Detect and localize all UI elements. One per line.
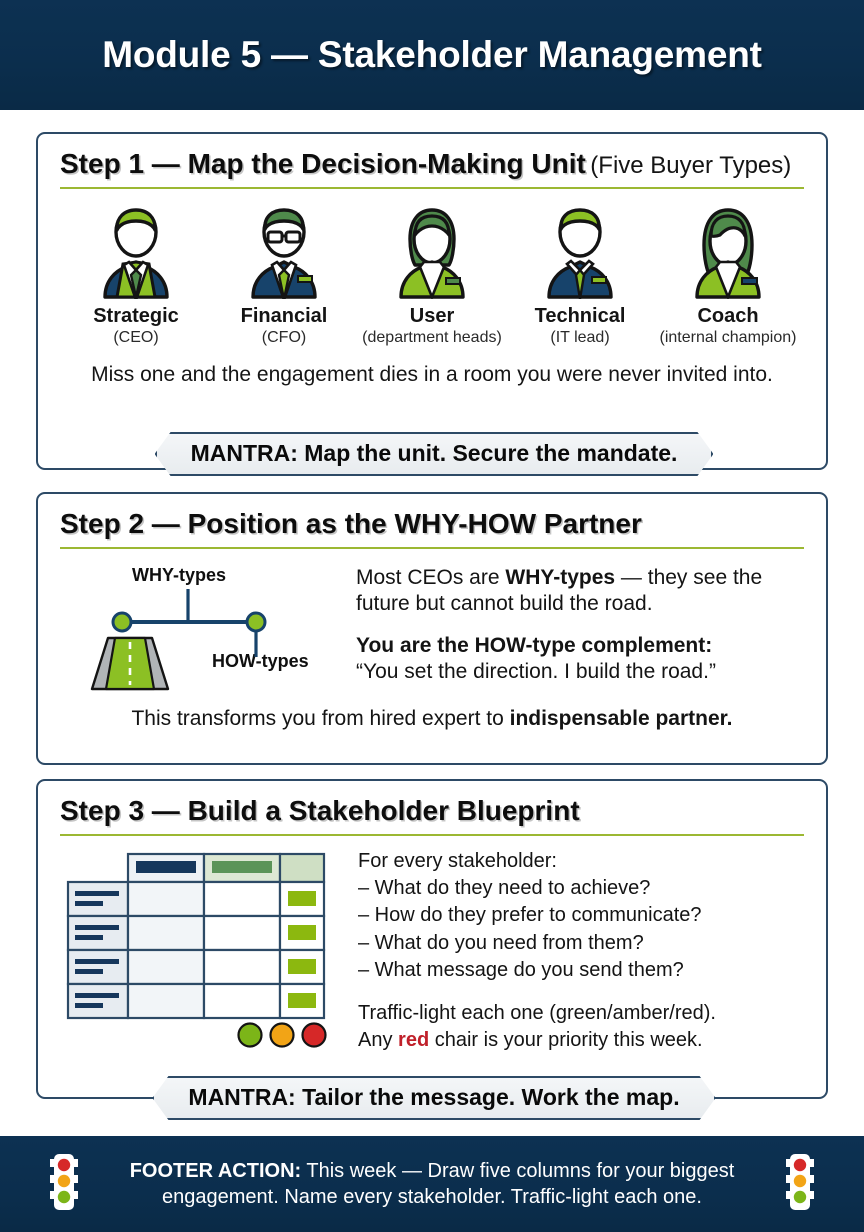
- step-2-body: WHY-types HOW-types Most CEOs are WHY-ty…: [60, 559, 804, 699]
- traffic-line-1: Traffic-light each one (green/amber/red)…: [358, 1001, 716, 1024]
- buyer-type-role: (CFO): [261, 329, 307, 346]
- buyer-type-role: (internal champion): [659, 329, 797, 346]
- step-2-card: Step 2 — Position as the WHY-HOW Partner…: [36, 492, 828, 765]
- footer-body: This week — Draw five columns for your b…: [162, 1159, 735, 1208]
- buyer-type-financial: Financial (CFO): [210, 203, 358, 347]
- person-woman-long-hair-icon: [654, 203, 802, 299]
- red-highlight: red: [398, 1029, 430, 1052]
- person-shirt-tie-icon: [506, 203, 654, 299]
- buyer-type-user: User (department heads): [358, 203, 506, 347]
- p1-bold: WHY-types: [505, 566, 616, 589]
- road-seesaw-icon: [90, 589, 267, 691]
- step-3-card: Step 3 — Build a Stakeholder Blueprint: [36, 779, 828, 1099]
- step-3-text: For every stakeholder: – What do they ne…: [352, 848, 804, 1054]
- buyer-type-coach: Coach (internal champion): [654, 203, 802, 347]
- traffic-before: Any: [358, 1029, 399, 1052]
- buyer-type-role: (department heads): [362, 329, 502, 346]
- step-1-heading-sub: (Five Buyer Types): [590, 152, 792, 179]
- question-item: – How do they prefer to communicate?: [358, 904, 702, 927]
- step-3-heading-main: Step 3 — Build a Stakeholder Blueprint: [60, 795, 580, 826]
- page-title: Module 5 — Stakeholder Management: [102, 34, 762, 75]
- step-1-caption: Miss one and the engagement dies in a ro…: [91, 363, 773, 386]
- step-2-closing: This transforms you from hired expert to…: [38, 707, 826, 731]
- stakeholder-matrix-table-icon: [66, 852, 327, 1048]
- footer-label: FOOTER ACTION:: [129, 1159, 302, 1182]
- buyer-type-name: Strategic: [93, 305, 179, 327]
- p2-bold: You are the HOW-type complement:: [356, 634, 713, 658]
- question-item: – What do they need to achieve?: [358, 877, 651, 900]
- p1-before: Most CEOs are: [356, 566, 506, 589]
- step-2-text: Most CEOs are WHY-types — they see the f…: [350, 559, 804, 699]
- step-1-card: Step 1 — Map the Decision-Making Unit (F…: [36, 132, 828, 470]
- buyer-type-role: (CEO): [113, 329, 159, 346]
- step-1-mantra: MANTRA: Map the unit. Secure the mandate…: [155, 432, 714, 476]
- buyer-type-name: Technical: [534, 305, 626, 327]
- traffic-light-icon: [44, 1151, 84, 1218]
- why-types-label: WHY-types: [132, 565, 227, 585]
- step-2-heading-main: Step 2 — Position as the WHY-HOW Partner: [60, 508, 642, 539]
- buyer-type-technical: Technical (IT lead): [506, 203, 654, 347]
- step-3-questions: For every stakeholder: – What do they ne…: [358, 848, 804, 984]
- page-footer: FOOTER ACTION: This week — Draw five col…: [0, 1136, 864, 1232]
- p1-after: — they see the future but cannot build t…: [356, 566, 763, 616]
- amber-dot: [269, 1022, 295, 1048]
- person-suit-tie-icon: [62, 203, 210, 299]
- step-2-heading: Step 2 — Position as the WHY-HOW Partner: [60, 508, 804, 549]
- person-woman-bob-icon: [358, 203, 506, 299]
- questions-title: For every stakeholder:: [358, 850, 557, 872]
- buyer-type-strategic: Strategic (CEO): [62, 203, 210, 347]
- step-3-traffic-note: Traffic-light each one (green/amber/red)…: [358, 1000, 804, 1054]
- step-1-heading: Step 1 — Map the Decision-Making Unit (F…: [60, 148, 804, 189]
- buyer-type-name: Financial: [240, 305, 328, 327]
- why-how-diagram: WHY-types HOW-types: [60, 559, 350, 699]
- closing-bold: indispensable partner.: [509, 707, 733, 730]
- buyer-types-row: Strategic (CEO): [62, 203, 802, 347]
- traffic-after: chair is your priority this week.: [429, 1029, 703, 1052]
- question-item: – What message do you send them?: [358, 958, 684, 981]
- person-glasses-icon: [210, 203, 358, 299]
- blueprint-table-area: [60, 848, 352, 1048]
- step-2-paragraph-1: Most CEOs are WHY-types — they see the f…: [356, 565, 804, 617]
- step-1-mantra-wrap: MANTRA: Map the unit. Secure the mandate…: [38, 432, 830, 476]
- step-3-body: For every stakeholder: – What do they ne…: [60, 848, 804, 1054]
- p2-quote: “You set the direction. I build the road…: [356, 660, 716, 684]
- step-3-mantra-wrap: MANTRA: Tailor the message. Work the map…: [38, 1076, 830, 1120]
- closing-before: This transforms you from hired expert to: [131, 707, 510, 730]
- traffic-line-2: Any red chair is your priority this week…: [358, 1027, 804, 1054]
- step-3-mantra: MANTRA: Tailor the message. Work the map…: [152, 1076, 715, 1120]
- buyer-type-role: (IT lead): [550, 329, 610, 346]
- red-dot: [301, 1022, 327, 1048]
- buyer-type-name: User: [409, 305, 455, 327]
- footer-divider: [0, 1130, 864, 1136]
- buyer-type-name: Coach: [697, 305, 759, 327]
- page-header: Module 5 — Stakeholder Management: [0, 0, 864, 110]
- step-1-heading-main: Step 1 — Map the Decision-Making Unit: [60, 148, 586, 179]
- footer-action-text: FOOTER ACTION: This week — Draw five col…: [102, 1158, 762, 1211]
- how-types-label: HOW-types: [212, 651, 309, 671]
- step-3-heading: Step 3 — Build a Stakeholder Blueprint: [60, 795, 804, 836]
- step-2-paragraph-2: You are the HOW-type complement:“You set…: [356, 633, 804, 685]
- green-dot: [237, 1022, 263, 1048]
- traffic-light-icon: [780, 1151, 820, 1218]
- question-item: – What do you need from them?: [358, 931, 644, 954]
